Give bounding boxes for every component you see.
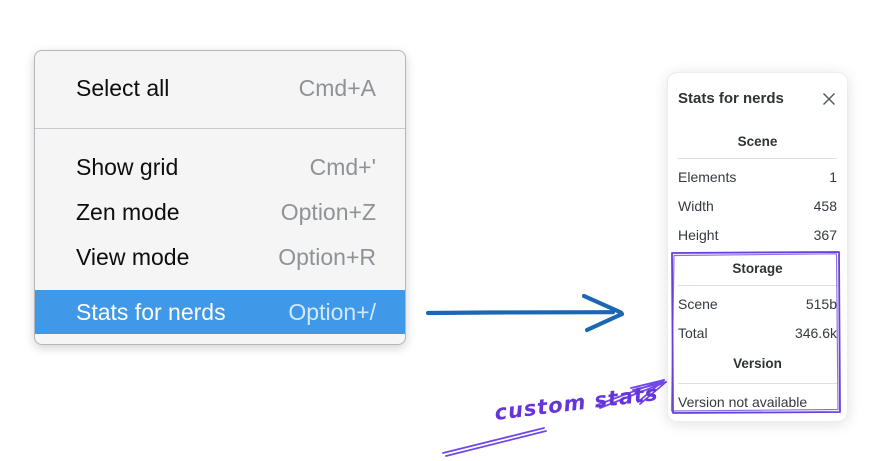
- stat-row-scene-size: Scene 515b: [678, 290, 837, 319]
- stats-panel: Stats for nerds Scene Elements 1 Width 4…: [667, 72, 848, 422]
- menu-item-show-grid[interactable]: Show grid Cmd+': [35, 145, 405, 190]
- divider: [678, 285, 837, 286]
- menu-item-label: Stats for nerds: [76, 298, 226, 325]
- section-heading-scene: Scene: [737, 134, 778, 149]
- menu-item-label: Show grid: [76, 154, 179, 180]
- storage-stats: Scene 515b Total 346.6k: [678, 290, 837, 348]
- menu-item-shortcut: Option+/: [288, 298, 376, 325]
- close-icon[interactable]: [821, 91, 837, 107]
- menu-item-stats-for-nerds[interactable]: Stats for nerds Option+/: [35, 290, 405, 334]
- stat-row-elements: Elements 1: [678, 163, 837, 192]
- stat-value: 458: [813, 198, 837, 214]
- divider: [678, 158, 837, 159]
- custom-stats-annotation-label: custom stats: [493, 381, 660, 425]
- stat-row-height: Height 367: [678, 221, 837, 250]
- stat-row-total-size: Total 346.6k: [678, 319, 837, 348]
- stats-panel-title: Stats for nerds: [678, 90, 784, 107]
- stat-value: 346.6k: [794, 325, 837, 341]
- stat-value: 367: [813, 227, 837, 243]
- menu-item-label: Select all: [76, 75, 170, 101]
- stat-row-width: Width 458: [678, 192, 837, 221]
- menu-item-shortcut: Option+Z: [280, 199, 376, 225]
- menu-item-shortcut: Cmd+A: [298, 75, 376, 101]
- divider: [678, 383, 837, 384]
- section-heading-version: Version: [733, 356, 782, 371]
- menu-item-zen-mode[interactable]: Zen mode Option+Z: [35, 190, 405, 235]
- menu-separator: [35, 128, 405, 129]
- stat-label: Scene: [678, 296, 718, 312]
- menu-to-panel-arrow: [425, 293, 625, 333]
- menu-item-select-all[interactable]: Select all Cmd+A: [35, 66, 405, 111]
- menu-item-shortcut: Option+R: [278, 244, 376, 270]
- menu-item-label: View mode: [76, 244, 190, 270]
- stats-panel-header: Stats for nerds: [678, 89, 837, 109]
- menu-item-view-mode[interactable]: View mode Option+R: [35, 235, 405, 280]
- stat-label: Elements: [678, 169, 737, 185]
- stat-value: 515b: [805, 296, 837, 312]
- stat-label: Total: [678, 325, 708, 341]
- stat-label: Height: [678, 227, 719, 243]
- menu-item-label: Zen mode: [76, 199, 180, 225]
- stat-value: 1: [829, 169, 837, 185]
- section-heading-storage: Storage: [732, 261, 783, 276]
- menu-item-shortcut: Cmd+': [309, 154, 376, 180]
- scene-stats: Elements 1 Width 458 Height 367: [678, 163, 837, 250]
- stat-label: Width: [678, 198, 714, 214]
- context-menu: Select all Cmd+A Show grid Cmd+' Zen mod…: [34, 50, 406, 345]
- version-note: Version not available: [678, 394, 808, 410]
